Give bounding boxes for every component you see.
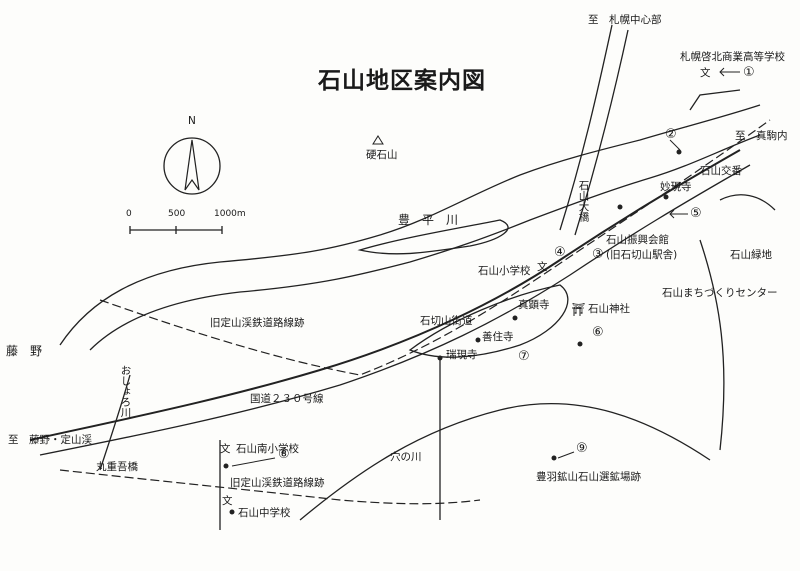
toyohira-river-south-bank [89, 134, 761, 351]
landmark-4-school-icon: 文 [537, 261, 548, 273]
compass-needle [184, 139, 200, 191]
arrow-landmark-8 [231, 457, 276, 467]
place-old-railway-2: 旧定山渓鉄道路線跡 [230, 477, 325, 489]
place-machizukuri-center: 石山まちづくりセンター [662, 287, 778, 299]
arrow-landmark-1 [719, 67, 740, 77]
arrow-landmark-9 [557, 451, 575, 459]
landmark-3-number: ③ [592, 247, 604, 262]
dot-landmark-6 [577, 341, 583, 347]
landmark-8-name: 石山南小学校 [236, 443, 299, 455]
dot-zuigenji [437, 355, 443, 361]
landmark-6-number: ⑥ [592, 325, 604, 340]
landmark-4-name: 石山小学校 [478, 265, 531, 277]
direction-fujino-jozankei: 至 藤野・定山渓 [8, 434, 92, 446]
place-ishikiri-kaido: 石切山街道 [420, 315, 473, 327]
dot-landmark-5 [663, 194, 669, 200]
landmark-6-name: 石山神社 [588, 303, 630, 315]
route-230-edge [39, 164, 751, 456]
landmark-1-name: 札幌啓北商業高等学校 [680, 51, 785, 63]
landmark-3-name: 石山振興会館 [606, 234, 669, 246]
oshoro-river [99, 374, 131, 471]
landmark-1-school-icon: 文 [700, 67, 711, 79]
place-ishiyama-ohashi: 石山大橋 [577, 180, 590, 222]
ishiyama-ohashi-road-2 [574, 29, 629, 236]
road-north-east [689, 89, 741, 111]
school-ishiyama-junior: 石山中学校 [238, 507, 291, 519]
scale-tick-1000: 1000m [214, 209, 246, 219]
peak-marker [372, 135, 384, 145]
landmark-3-sub: (旧石切山駅舎) [606, 249, 678, 261]
peak-name: 硬石山 [366, 149, 398, 161]
direction-makomanai: 至 真駒内 [735, 130, 788, 142]
dot-landmark-9 [551, 455, 557, 461]
landmark-4-number: ④ [554, 245, 566, 260]
landmark-5-number: ⑤ [690, 206, 702, 221]
place-old-railway: 旧定山渓鉄道路線跡 [210, 317, 305, 329]
direction-sapporo-center: 至 札幌中心部 [588, 14, 662, 26]
river-ananosawa: 穴の川 [390, 451, 422, 463]
dot-zenjuji [475, 337, 481, 343]
place-koban: 石山交番 [700, 165, 742, 177]
old-railway-line-2 [59, 469, 481, 505]
road-ryokuchi [719, 194, 776, 211]
dot-landmark-3 [617, 204, 623, 210]
landmark-7-number: ⑦ [518, 349, 530, 364]
dot-shinyoji [512, 315, 518, 321]
scale-tick-500: 500 [168, 209, 186, 219]
place-marushige-bridge: 丸重吾橋 [96, 461, 138, 473]
dot-landmark-2 [676, 149, 682, 155]
dot-landmark-8 [223, 463, 229, 469]
landmark-8-number: ⑧ [278, 447, 290, 462]
shrine-marker [572, 307, 582, 316]
place-ishiyama-ryokuchi: 石山緑地 [730, 249, 772, 261]
scale-tick-0: 0 [126, 209, 132, 219]
old-railway-line [99, 119, 771, 376]
school-symbol-junior: 文 [222, 495, 233, 507]
landmark-2-number: ② [665, 127, 677, 142]
landmark-8-school-icon: 文 [220, 443, 231, 455]
river-toyohira: 豊 平 川 [398, 213, 459, 227]
temple-zuigenji: 瑞現寺 [446, 349, 478, 361]
river-oshoro: おしょろ川 [119, 365, 132, 418]
road-east [699, 239, 725, 451]
landmark-6-shrine-icon: ⛩ [572, 303, 586, 315]
landmark-9-number: ⑨ [576, 441, 588, 456]
arrow-landmark-5 [669, 209, 688, 219]
route-230 [29, 149, 741, 441]
arrow-landmark-2 [669, 139, 681, 151]
place-route230: 国道２３０号線 [250, 393, 324, 405]
road-ananosawa [299, 403, 711, 521]
toyohira-river-north-bank [59, 104, 761, 346]
place-fujino: 藤 野 [6, 344, 43, 358]
scale-bar [129, 226, 223, 234]
landmark-9-name: 豊羽鉱山石山選鉱場跡 [536, 471, 641, 483]
page-title: 石山地区案内図 [318, 68, 486, 94]
ishikiri-kaido-loop [408, 284, 569, 358]
landmark-5-name: 妙現寺 [660, 181, 692, 193]
landmark-7-name: 善住寺 [482, 331, 514, 343]
compass-ring [163, 137, 221, 195]
river-bar [357, 219, 509, 255]
landmark-1-number: ① [743, 65, 755, 80]
temple-shinyoji: 真顕寺 [518, 299, 550, 311]
dot-junior-high [229, 509, 235, 515]
ishiyama-ohashi-road [559, 24, 613, 231]
compass-north-label: N [188, 115, 196, 127]
